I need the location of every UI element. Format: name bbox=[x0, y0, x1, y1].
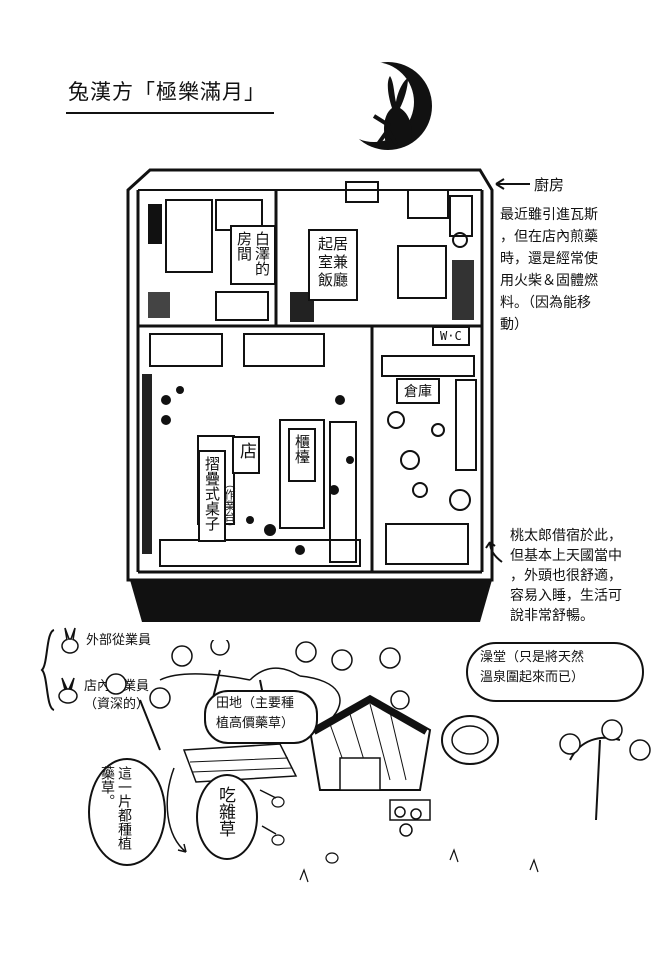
field-label: 田地（主要種 植高價藥草） bbox=[216, 694, 294, 734]
bath-bubble bbox=[466, 642, 644, 702]
herbs-bubble bbox=[88, 758, 166, 866]
furniture-label-workbench: （作業台） bbox=[223, 478, 236, 533]
kitchen-note-line: 料。（因為能移 bbox=[500, 295, 591, 311]
rabbit-inside-icon bbox=[58, 677, 78, 704]
kitchen-note: 最近雖引進瓦斯 ，但在店內煎藥 時，還是經常使 用火柴＆固體燃 料。（因為能移 … bbox=[500, 204, 598, 336]
herbs-label: 這一片都種植藥草。 bbox=[99, 766, 132, 850]
bath-label-line: 溫泉圍起來而已） bbox=[480, 670, 585, 685]
momotaro-note-line: 桃太郎借宿於此， bbox=[510, 528, 622, 544]
momotaro-note-line: 但基本上天國當中 bbox=[510, 548, 622, 564]
title-underline bbox=[66, 112, 274, 114]
kitchen-note-line: 最近雖引進瓦斯 bbox=[500, 207, 598, 223]
kitchen-label: 廚房 bbox=[534, 176, 565, 194]
kitchen-note-line: 動） bbox=[500, 317, 528, 333]
field-bubble bbox=[204, 690, 318, 744]
furniture-label-folding-table: 摺疊式桌子 bbox=[198, 450, 226, 542]
field-label-line: 植高價藥草） bbox=[216, 716, 295, 731]
kitchen-note-line: 時，還是經常使 bbox=[500, 251, 598, 267]
kitchen-note-line: ，但在店內煎藥 bbox=[500, 229, 598, 245]
momotaro-note-line: ，外頭也很舒適， bbox=[510, 568, 622, 584]
bath-label-line: 澡堂（只是將天然 bbox=[480, 650, 585, 665]
eat-weeds-bubble bbox=[196, 774, 258, 860]
kitchen-note-line: 用火柴＆固體燃 bbox=[500, 273, 598, 289]
momotaro-note-line: 容易入睡，生活可 bbox=[510, 588, 622, 604]
eat-weeds-label: 吃雜草 bbox=[215, 786, 235, 837]
legend-inside-line: （資深的） bbox=[84, 697, 150, 712]
arrow-up-left-icon bbox=[485, 541, 503, 563]
page-title: 兔漢方「極樂滿月」 bbox=[68, 80, 266, 104]
legend-outside-label: 外部從業員 bbox=[86, 633, 152, 648]
rabbit-outside-icon bbox=[61, 627, 79, 654]
arrow-left-icon bbox=[495, 178, 530, 190]
room-label-storage: 倉庫 bbox=[396, 378, 440, 404]
bath-label: 澡堂（只是將天然 溫泉圍起來而已） bbox=[480, 648, 584, 688]
moon-rabbit-logo-icon bbox=[338, 62, 432, 150]
room-label-shop: 店 bbox=[232, 436, 260, 474]
momotaro-note: 桃太郎借宿於此， 但基本上天國當中 ，外頭也很舒適， 容易入睡，生活可 說非常舒… bbox=[510, 526, 622, 626]
momotaro-note-line: 說非常舒暢。 bbox=[510, 608, 594, 624]
garden-illustration bbox=[105, 640, 651, 883]
field-label-line: 田地（主要種 bbox=[216, 696, 295, 711]
furniture-label-counter: 櫃檯 bbox=[288, 428, 316, 482]
room-label-wc: W·C bbox=[432, 326, 470, 346]
room-label-bedroom: 白澤的房間 bbox=[230, 225, 276, 285]
room-label-living: 起居室兼飯廳 bbox=[308, 229, 358, 301]
legend-brace bbox=[40, 629, 55, 711]
